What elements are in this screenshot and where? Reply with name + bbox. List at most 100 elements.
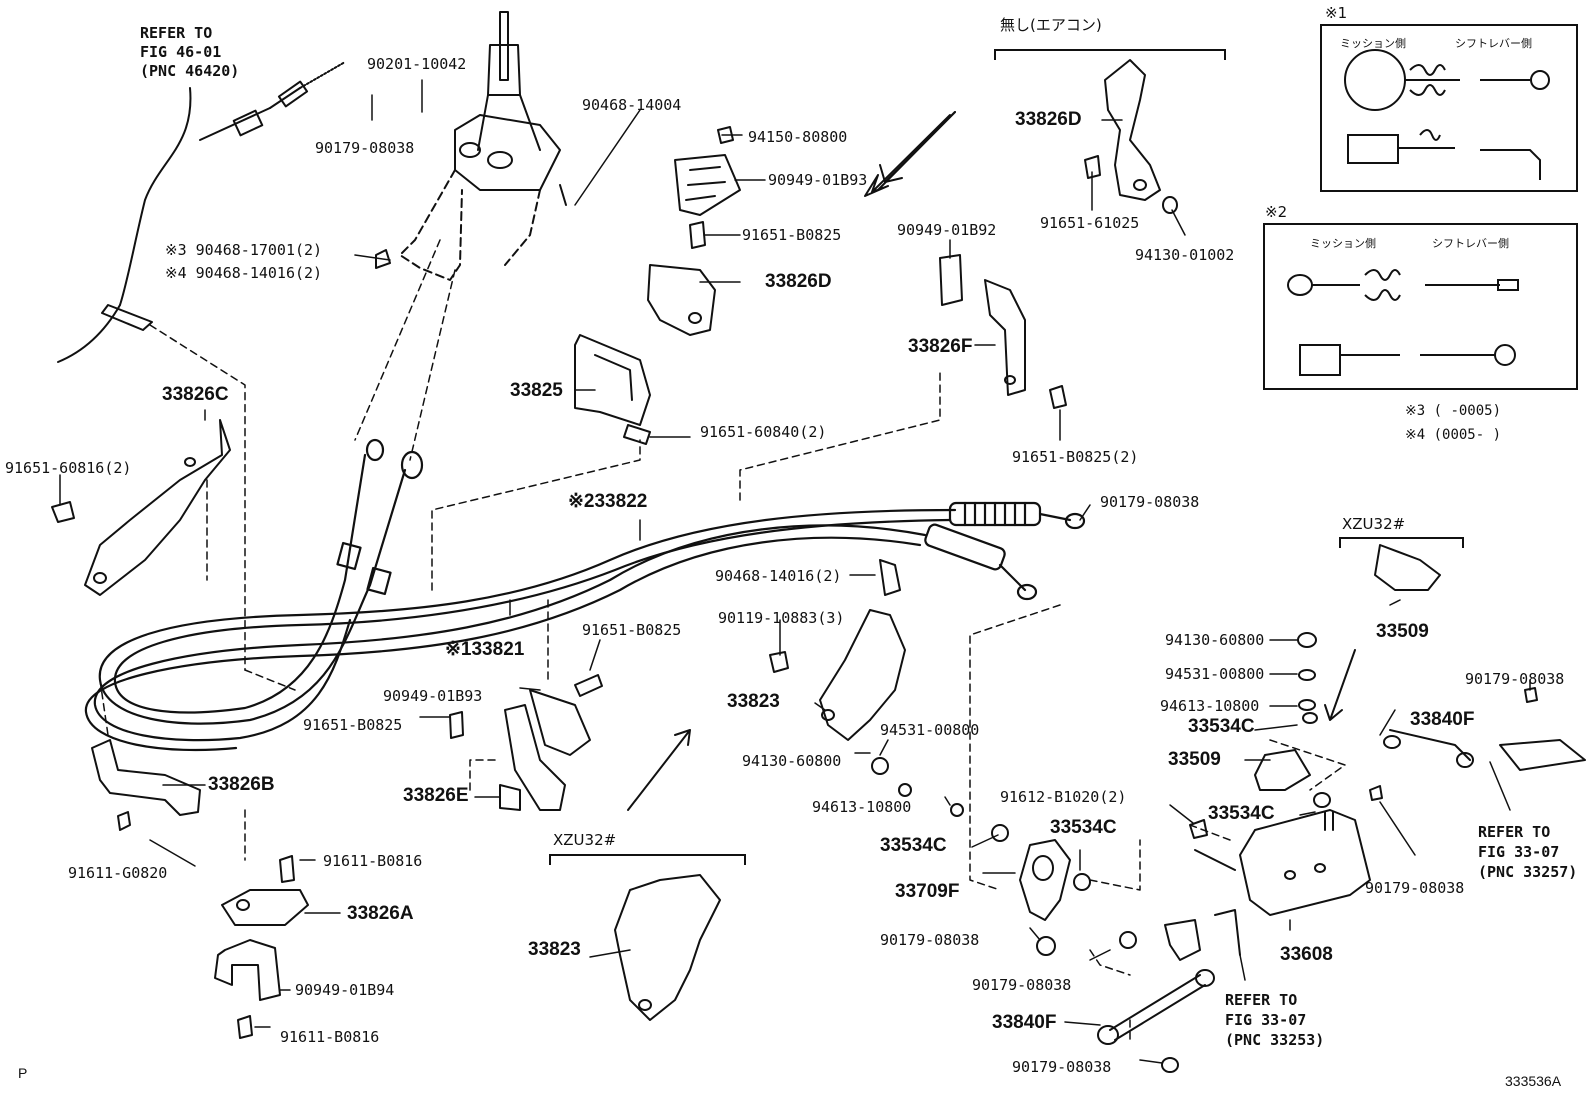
label-94150-80800: 94150-80800 [748, 128, 848, 146]
label-33826e: 33826E [403, 785, 469, 806]
shift-cables [84, 438, 1086, 752]
refer-33257-line1: REFER TO [1478, 823, 1551, 841]
label-33823-upper: 33823 [727, 691, 780, 712]
label-33826d-right: 33826D [1015, 109, 1082, 130]
label-94130-01002: 94130-01002 [1135, 246, 1235, 264]
bracket-33826d-right [1084, 59, 1178, 214]
label-94130-60800-b: 94130-60800 [1165, 631, 1265, 649]
label-90119-10883: 90119-10883(3) [718, 609, 845, 627]
bracket-33826c [51, 419, 231, 596]
label-33509-b: 33509 [1168, 749, 1221, 770]
shift-lever-assembly [375, 11, 567, 281]
label-91651-60816: 91651-60816(2) [5, 459, 132, 477]
bracket-33823-upper [769, 559, 964, 817]
label-90201-10042: 90201-10042 [367, 55, 467, 73]
label-33840f-b: 33840F [992, 1012, 1057, 1033]
note-box2-shift-lever-side: シフトレバー側 [1432, 237, 1509, 250]
legend-star3: ※3 ( -0005) [1405, 403, 1502, 419]
label-33826b: 33826B [208, 774, 275, 795]
note-box1-mission-side: ミッション側 [1340, 37, 1406, 50]
leader-lines [59, 79, 1531, 1064]
label-90179-08038-f: 90179-08038 [1365, 879, 1465, 897]
label-33840f-a: 33840F [1410, 709, 1475, 730]
label-33534c-d: 33534C [880, 835, 947, 856]
label-33826c: 33826C [162, 384, 229, 405]
label-91611-b0816-b: 91611-B0816 [280, 1028, 380, 1046]
bracket-33826e [449, 674, 603, 811]
refer-33253-line1: REFER TO [1225, 991, 1298, 1009]
label-33822: ※233822 [568, 491, 648, 512]
note-box2-mission-side: ミッション側 [1310, 237, 1376, 250]
label-33825: 33825 [510, 380, 563, 401]
label-33826a: 33826A [347, 903, 414, 924]
direction-arrows [627, 111, 1356, 811]
label-33826d-center: 33826D [765, 271, 832, 292]
label-90468-14016-a: ※4 90468-14016(2) [165, 264, 323, 282]
label-91611-g0820: 91611-G0820 [68, 864, 168, 882]
dashed-leaders [99, 239, 1346, 1041]
label-33608: 33608 [1280, 944, 1333, 965]
label-91651-b0825-a: 91651-B0825 [742, 226, 842, 244]
label-90468-17001: ※3 90468-17001(2) [165, 241, 323, 259]
legend-star4: ※4 (0005- ) [1405, 427, 1502, 443]
label-91611-b0816-a: 91611-B0816 [323, 852, 423, 870]
label-33509-a: 33509 [1376, 621, 1429, 642]
label-91651-61025: 91651-61025 [1040, 214, 1140, 232]
clamp-90949-01b94 [214, 939, 281, 1039]
label-90179-08038-a: 90179-08038 [315, 139, 415, 157]
label-33534c-c: 33534C [1208, 803, 1275, 824]
label-90949-01b93-a: 90949-01B93 [768, 171, 868, 189]
refer-46420-line2: FIG 46-01 [140, 43, 222, 61]
label-94613-10800-b: 94613-10800 [1160, 697, 1260, 715]
note-box1-shift-lever-side: シフトレバー側 [1455, 37, 1532, 50]
label-91612-b1020: 91612-B1020(2) [1000, 788, 1127, 806]
refer-33257-line3: (PNC 33257) [1478, 863, 1578, 881]
label-90179-08038-b: 90179-08038 [1100, 493, 1200, 511]
label-33534c-b: 33534C [1050, 817, 1117, 838]
bracket-33826f [939, 254, 1067, 409]
label-90179-08038-g: 90179-08038 [1012, 1058, 1112, 1076]
label-33534c-a: 33534C [1188, 716, 1255, 737]
label-91651-60840: 91651-60840(2) [700, 423, 827, 441]
label-94130-60800-a: 94130-60800 [742, 752, 842, 770]
choke-cable [57, 61, 346, 363]
plate-33825 [574, 334, 651, 445]
shift-linkage [1189, 544, 1586, 916]
bracket-33826d-center [647, 126, 741, 336]
label-33823-lower: 33823 [528, 939, 581, 960]
label-90949-01b92: 90949-01B92 [897, 221, 997, 239]
bracket-33826b [91, 739, 201, 831]
note-box-1 [1320, 24, 1578, 192]
label-90179-08038-e: 90179-08038 [972, 976, 1072, 994]
label-90179-08038-c: 90179-08038 [1465, 670, 1565, 688]
label-90468-14016-b: 90468-14016(2) [715, 567, 842, 585]
label-33826f: 33826F [908, 336, 973, 357]
figure-code: 333536A [1505, 1073, 1562, 1089]
refer-33253-line3: (PNC 33253) [1225, 1031, 1325, 1049]
label-90468-14004: 90468-14004 [582, 96, 682, 114]
note-box-2 [1263, 223, 1578, 390]
refer-33253-line2: FIG 33-07 [1225, 1011, 1307, 1029]
label-90949-01b93-b: 90949-01B93 [383, 687, 483, 705]
bracket-33823-lower [614, 874, 721, 1021]
label-94531-00800-a: 94531-00800 [880, 721, 980, 739]
group-xzu32-lower: XZU32# [553, 831, 617, 849]
note-star1: ※1 [1325, 4, 1348, 22]
note-star2: ※2 [1265, 203, 1288, 221]
group-xzu32-right: XZU32# [1342, 515, 1406, 533]
refer-46420-line3: (PNC 46420) [140, 62, 240, 80]
bellcrank-33709f [991, 824, 1241, 1073]
label-90949-01b94: 90949-01B94 [295, 981, 395, 999]
group-no-aircon: 無し(エアコン) [1000, 16, 1102, 34]
bracket-33826a [221, 855, 309, 926]
label-33821: ※133821 [445, 639, 525, 660]
label-91651-b0825-b: 91651-B0825 [582, 621, 682, 639]
refer-46420-line1: REFER TO [140, 24, 213, 42]
refer-33257-line2: FIG 33-07 [1478, 843, 1560, 861]
label-94531-00800-b: 94531-00800 [1165, 665, 1265, 683]
label-91651-b0825-c: 91651-B0825 [303, 716, 403, 734]
label-91651-b0825-2: 91651-B0825(2) [1012, 448, 1139, 466]
label-94613-10800-a: 94613-10800 [812, 798, 912, 816]
